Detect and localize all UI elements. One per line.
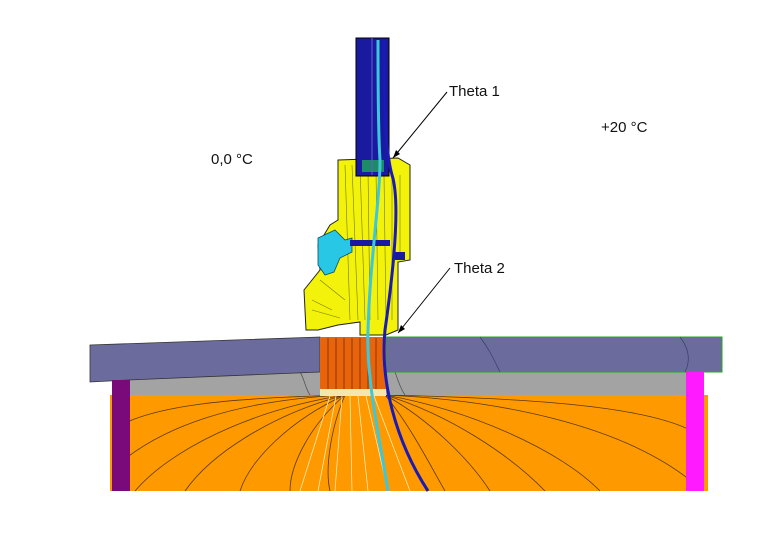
hardware-tab (395, 252, 405, 260)
isotherm-cyan-line (366, 39, 390, 492)
theta2-leader (397, 267, 451, 334)
left-edge-strip (112, 380, 130, 491)
wall-contours (111, 394, 691, 492)
insulation-footer (320, 389, 386, 396)
temp-inside-label: 0,0 °C (211, 151, 253, 168)
theta1-leader (392, 91, 448, 159)
sill-slab-right (385, 336, 723, 373)
isotherm-blue-line (382, 39, 430, 492)
wall-block (110, 395, 708, 491)
isotherm-fan (299, 395, 411, 492)
right-edge-strip (686, 372, 704, 491)
theta2-label: Theta 2 (454, 260, 505, 277)
sill-slab (89, 336, 321, 383)
theta1-label: Theta 1 (449, 83, 500, 100)
hardware-bar (350, 240, 390, 246)
concrete-band-right (386, 372, 690, 395)
temp-outside-label: +20 °C (601, 119, 648, 136)
cyan-seal (317, 229, 353, 276)
insulation-block (320, 337, 386, 389)
